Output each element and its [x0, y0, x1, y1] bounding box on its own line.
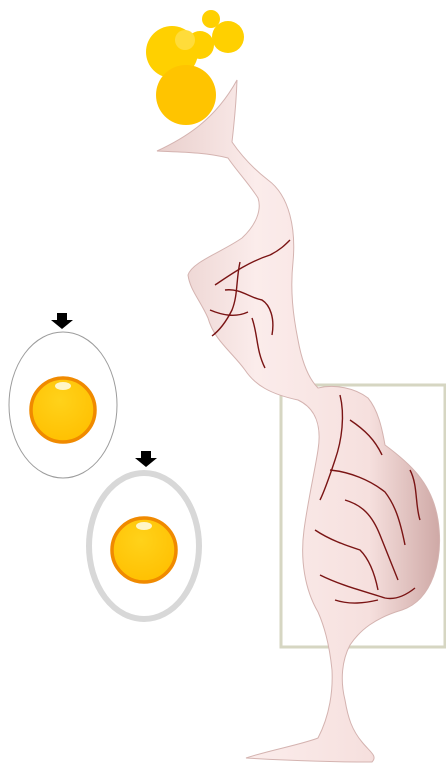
egg-thin-shell [9, 313, 117, 478]
down-arrow-icon [51, 313, 73, 329]
oviduct-tube-body [157, 80, 440, 762]
follicle-cluster-icon [175, 30, 195, 50]
follicle-cluster-icon [156, 65, 216, 125]
follicle-cluster-icon [202, 10, 220, 28]
yolk-highlight [55, 382, 71, 390]
yolk-highlight [136, 522, 152, 530]
down-arrow-icon [135, 451, 157, 467]
egg-thick-shell [89, 451, 199, 619]
oviduct-tube [157, 80, 440, 762]
